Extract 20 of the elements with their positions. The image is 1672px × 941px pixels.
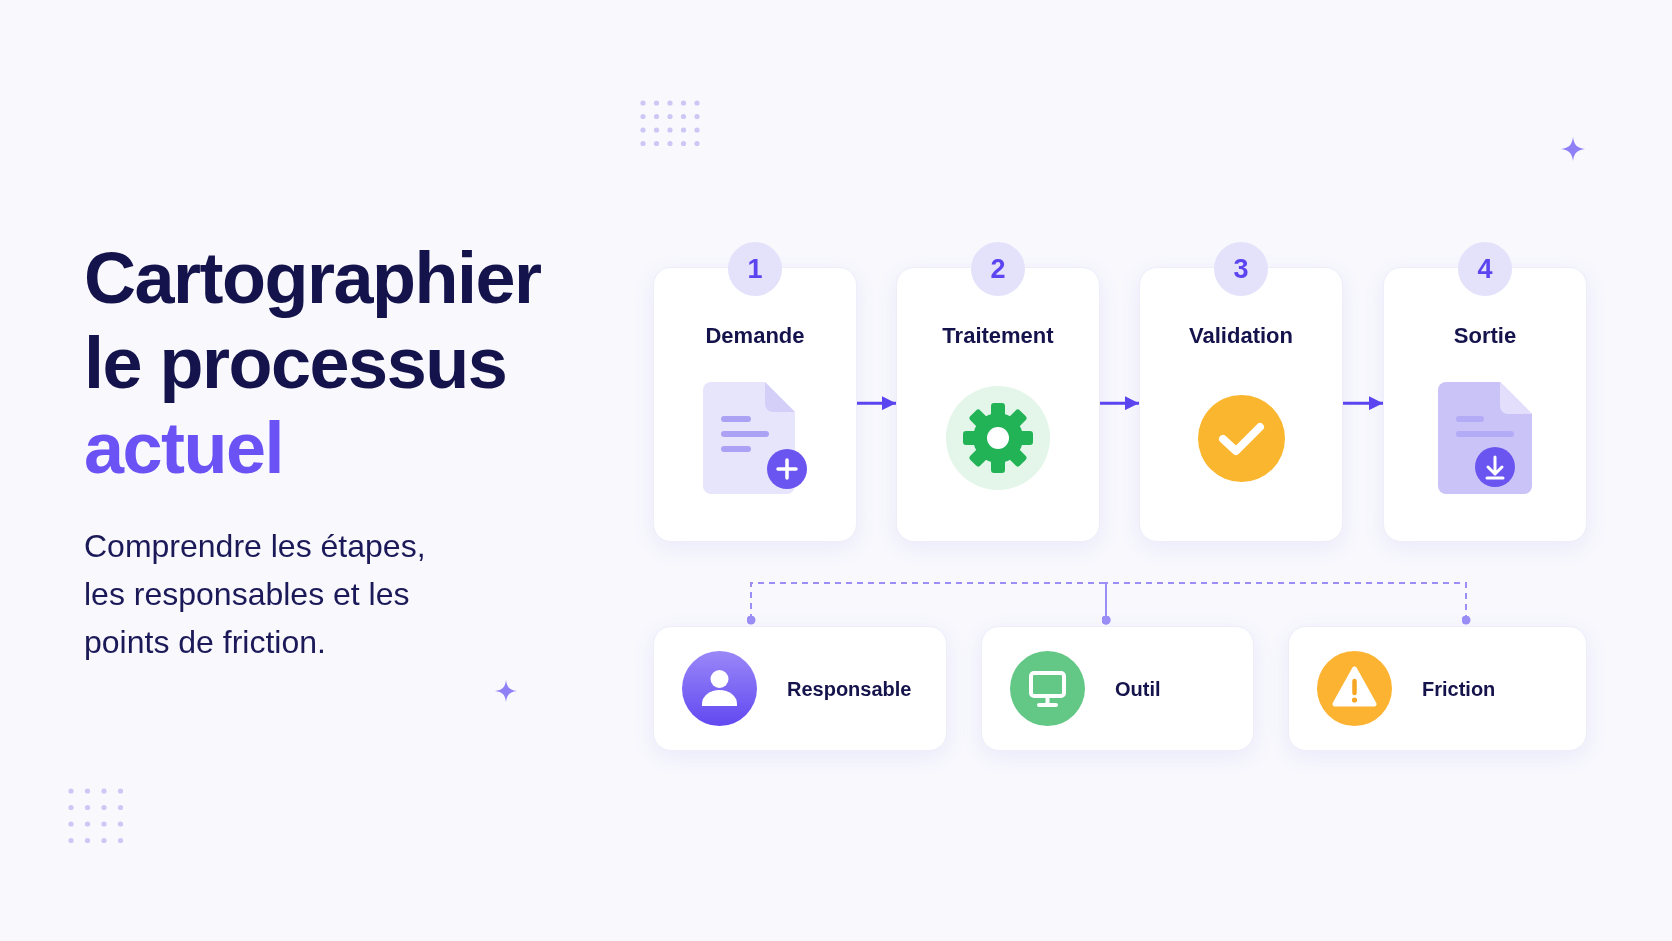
step-title: Traitement: [941, 323, 1055, 349]
step-number: 3: [1214, 242, 1268, 296]
arrow: [857, 396, 896, 411]
arrow: [1343, 396, 1383, 411]
step-number: 1: [728, 242, 782, 296]
dashed-connector: [1101, 582, 1471, 625]
role-label: Friction: [1422, 676, 1496, 701]
role-label: Responsable: [787, 676, 912, 701]
role-card: [981, 626, 1254, 751]
step-title: Validation: [1188, 323, 1294, 349]
role-label: Outil: [1115, 676, 1161, 701]
role-card: [1288, 626, 1587, 751]
step-title: Demande: [704, 323, 806, 349]
step-number: 4: [1458, 242, 1512, 296]
title: Cartographier le processus actuel: [84, 237, 542, 490]
role-card: [653, 626, 947, 751]
step-title: Sortie: [1452, 323, 1518, 349]
step-number: 2: [971, 242, 1025, 296]
arrow: [1100, 396, 1139, 411]
subtitle: Comprendre les étapes, les responsables et les points de friction.: [84, 527, 427, 662]
